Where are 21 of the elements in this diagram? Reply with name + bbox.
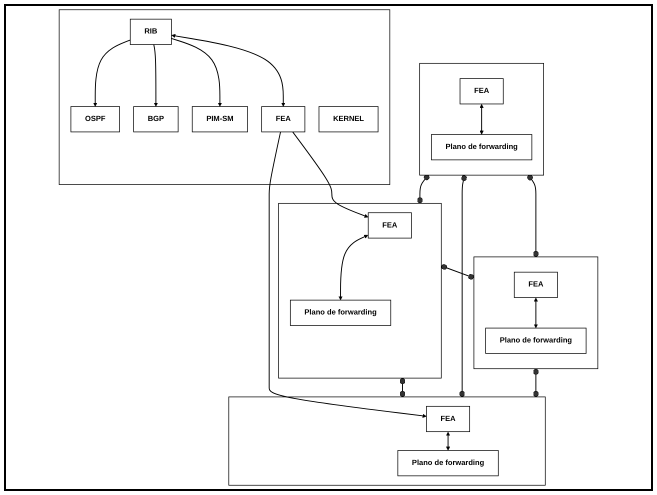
connector xyxy=(533,368,539,398)
cluster xyxy=(228,396,546,486)
arrow xyxy=(153,44,158,107)
connector xyxy=(459,174,467,398)
arrow xyxy=(292,131,368,218)
connector xyxy=(527,174,539,258)
cluster xyxy=(278,202,442,378)
connector xyxy=(417,174,430,204)
connector xyxy=(440,264,474,280)
arrow xyxy=(446,432,450,451)
cluster xyxy=(474,256,598,370)
arrow xyxy=(268,131,427,418)
arrow xyxy=(534,298,538,328)
arrow xyxy=(170,38,222,107)
cluster xyxy=(419,62,544,176)
arrow xyxy=(338,234,368,300)
arrow xyxy=(480,104,484,135)
arrow xyxy=(93,40,131,107)
cluster xyxy=(58,9,390,185)
arrow xyxy=(171,34,286,107)
connector xyxy=(400,378,406,398)
